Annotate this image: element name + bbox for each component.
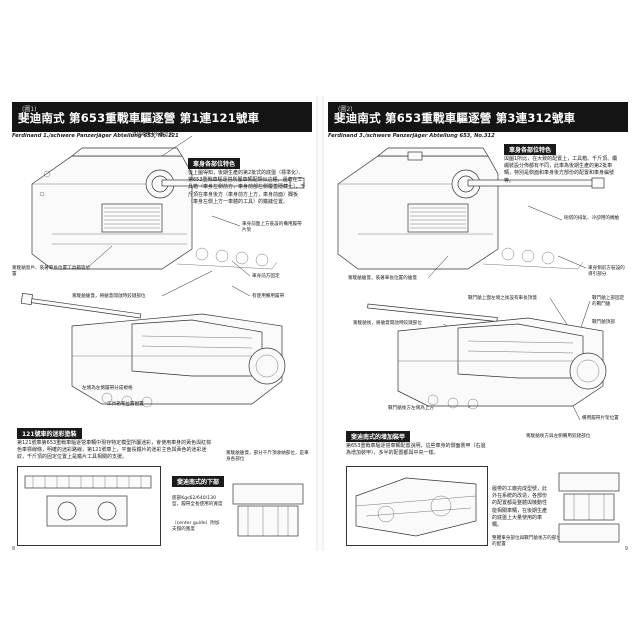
right-callout-2: 車身側前方裝設的導引部分: [588, 266, 625, 277]
right-callout-8: 戰鬥艙後方左側為上方: [388, 406, 434, 411]
right-callout-5: 戰鬥艙上部固定的戰鬥艙: [592, 296, 625, 307]
right-section2-text: 第653重戰車驅逐營車輛配置說明，這些車身的側面裝甲（右邊為增加裝甲），多半的配…: [346, 443, 486, 457]
left-page: (圖1) 斐迪南式 第653重戰車驅逐營 第1連121號車 Ferdinand …: [12, 96, 312, 552]
right-top-tank-drawing: [337, 147, 605, 270]
left-page-number: 8: [12, 546, 16, 552]
left-features-heading: 車身各部位特色: [188, 158, 241, 169]
left-callout-6: 有使用備用履帶: [252, 294, 285, 299]
left-section2-heading: 121號車的迷彩塗裝: [17, 428, 82, 439]
right-callout-11: 整體車身部位與戰鬥艙後方的部位的配置: [492, 536, 561, 547]
left-callout-1: 潛望鏡類的裝備位置: [132, 132, 174, 137]
left-callout-3: 車身前方固定: [252, 274, 280, 279]
right-callout-6: 戰鬥艙頂部: [592, 320, 615, 325]
right-section3-text: 履帶的工廠完成型號，此外在系統的改造，各部份的配置都是整體與機動性能相關車輛，在…: [492, 486, 548, 529]
right-features-heading: 車身各部位特色: [504, 144, 557, 155]
right-callout-1: 砲塔的排氣、冷卻用的機槍: [564, 216, 620, 221]
left-callout-10: 底部Kgs62/640/130型，履帶全長使用的寬度: [172, 496, 223, 507]
right-figure-tag: (圖2): [338, 106, 353, 113]
right-callout-10: 駕駛艙後方與左側備用鉸鏈部位: [526, 434, 591, 439]
left-callout-7: 左側為左側履帶分成規格: [82, 386, 133, 391]
left-section3-heading: 斐迪南式的下部: [172, 476, 225, 487]
left-top-tank-drawing: [31, 147, 305, 270]
left-middle-tank-drawing: [20, 292, 286, 408]
right-page-title: 斐迪南式 第653重戰車驅逐營 第3連312號車: [334, 111, 576, 125]
right-page-header: (圖2) 斐迪南式 第653重戰車驅逐營 第3連312號車: [328, 102, 628, 132]
left-features-text: 從上圖得知，後期生產的第2批式的底盤（標準化）、第653重戰車驅逐營所屬車輛配類…: [188, 170, 306, 205]
right-page-subtitle: Ferdinand 3./schwere Panzerjäger Abteilu…: [328, 133, 495, 139]
left-page-title: 斐迪南式 第653重戰車驅逐營 第1連121號車: [18, 111, 260, 125]
right-callout-7: 駕駛艙後，將艙蓋開啟時鉸鏈部位: [353, 321, 422, 326]
right-bottom-track-drawing: [558, 472, 620, 543]
right-callout-3: 駕駛艙艙蓋，裝著車長位置的艙蓋: [348, 276, 417, 281]
left-callout-4: 駕駛艙窗戶、裝著車長位置工具箱等位置: [12, 266, 91, 277]
left-bottom-track-drawing: [232, 483, 304, 537]
left-callout-lines: [86, 135, 251, 297]
right-bottom-tank-detail-drawing: [355, 477, 477, 537]
right-section2-heading: 斐迪南式的增加裝甲: [346, 431, 411, 442]
right-callout-4: 戰鬥艙上面左側之後設有車長頂蓋: [468, 296, 537, 301]
left-callout-11: （center guide）附加支撐的寬度: [172, 521, 220, 532]
right-callout-9: 備用履帶片架位置: [582, 416, 619, 421]
left-callout-9: 駕駛艙艙蓋，部分千斤頂收納部位，是車身各部位: [226, 451, 309, 462]
right-middle-tank-drawing: [367, 303, 607, 410]
left-callout-5: 駕駛艙艙蓋，將艙蓋開啟時鉸鏈部位: [72, 294, 146, 299]
left-page-subtitle: Ferdinand 1./schwere Panzerjäger Abteilu…: [12, 133, 179, 139]
left-bottom-illustration-frame: [17, 466, 161, 546]
right-page-number: 9: [624, 546, 628, 552]
left-bottom-tank-underside-drawing: [24, 475, 152, 527]
left-page-header: (圖1) 斐迪南式 第653重戰車驅逐營 第1連121號車: [12, 102, 312, 132]
left-callout-2: 車身前面上方裝設的備用履帶片架: [242, 222, 302, 233]
right-bottom-illustration-frame: [346, 466, 488, 546]
left-figure-tag: (圖1): [22, 106, 37, 113]
left-section2-text: 第121號車第653重戰車驅逐營車輛中現存特定模型所屬迷彩，會使用車身的黃色與紅…: [17, 440, 212, 461]
left-callout-8: 工具箱等位置配置: [107, 402, 144, 407]
right-page: (圖2) 斐迪南式 第653重戰車驅逐營 第3連312號車 Ferdinand …: [328, 96, 628, 552]
book-gutter: [316, 96, 324, 551]
right-features-text: 與圖1所比，在大致的配置上，工具箱、千斤頂、纜繩裝設分佈都有不同，此車為後期生產…: [504, 156, 618, 184]
